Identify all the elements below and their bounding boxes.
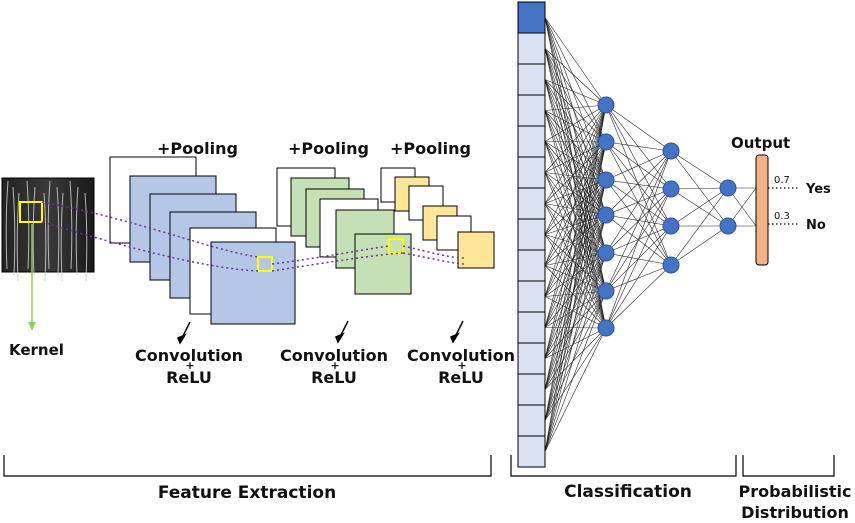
- kernel-arrow: [28, 224, 36, 331]
- conv-relu-label-1: Convolution + ReLU: [135, 346, 243, 387]
- flatten-cell: [517, 94, 546, 127]
- flatten-cell: [517, 125, 546, 158]
- pooling-label-3: +Pooling: [390, 139, 471, 158]
- neuron-node: [597, 133, 615, 151]
- pooling-label-2: +Pooling: [288, 139, 369, 158]
- conv-relu-label-3: Convolution + ReLU: [407, 346, 515, 387]
- output-yes: 0.7 Yes: [768, 175, 831, 197]
- receptive-field-lines: [41, 201, 465, 272]
- convolution-text: Convolution: [407, 346, 515, 365]
- neuron-node: [597, 96, 615, 114]
- relu-text: ReLU: [311, 368, 357, 387]
- no-label: No: [806, 218, 826, 233]
- conv-stage-2: [276, 167, 412, 295]
- flatten-cell: [517, 404, 546, 437]
- neuron-node: [662, 217, 680, 235]
- flatten-cell: [517, 156, 546, 189]
- flatten-cell: [517, 342, 546, 375]
- neuron-node: [662, 256, 680, 274]
- neuron-node: [662, 142, 680, 160]
- flatten-cell: [517, 249, 546, 282]
- no-probability: 0.3: [774, 211, 790, 222]
- conv-arrows: [177, 320, 464, 345]
- plus-text: +: [330, 359, 339, 372]
- flatten-cell: [517, 435, 546, 468]
- flatten-cell: [517, 187, 546, 220]
- probabilistic-label: Probabilistic: [739, 482, 852, 501]
- flatten-cell: [517, 1, 546, 34]
- kernel-label: Kernel: [9, 341, 64, 359]
- feature-extraction-label: Feature Extraction: [158, 483, 336, 503]
- kernel-box: [19, 201, 43, 223]
- conv-stage-1: [109, 156, 296, 325]
- yes-label: Yes: [805, 182, 831, 197]
- neuron-node: [597, 319, 615, 337]
- plus-text: +: [185, 359, 194, 372]
- input-image: [1, 177, 95, 282]
- neuron-node: [597, 171, 615, 189]
- plus-text: +: [457, 359, 466, 372]
- output-label: Output: [731, 134, 790, 152]
- neuron-node: [597, 244, 615, 262]
- relu-text: ReLU: [438, 368, 484, 387]
- fc-nodes: [597, 96, 737, 337]
- neuron-node: [662, 180, 680, 198]
- output-no: 0.3 No: [768, 211, 826, 233]
- pooling-label-1: +Pooling: [157, 139, 238, 158]
- relu-text: ReLU: [166, 368, 212, 387]
- convolution-text: Convolution: [135, 346, 243, 365]
- flatten-cell: [517, 218, 546, 251]
- neuron-node: [597, 282, 615, 300]
- yes-probability: 0.7: [774, 175, 790, 186]
- flatten-cell: [517, 32, 546, 65]
- flatten-cell: [517, 63, 546, 96]
- classification-label: Classification: [564, 482, 692, 502]
- section-brackets: [3, 455, 835, 477]
- neuron-node: [597, 206, 615, 224]
- output-bar: [755, 154, 769, 266]
- fc-connections: [544, 17, 757, 452]
- flatten-cell: [517, 280, 546, 313]
- flatten-cell: [517, 311, 546, 344]
- conv-stage-3: [380, 167, 495, 269]
- distribution-label: Distribution: [741, 503, 849, 522]
- convolution-text: Convolution: [280, 346, 388, 365]
- neuron-node: [719, 217, 737, 235]
- conv-relu-label-2: Convolution + ReLU: [280, 346, 388, 387]
- flatten-cell: [517, 373, 546, 406]
- neuron-node: [719, 179, 737, 197]
- flatten-layer: [517, 1, 546, 468]
